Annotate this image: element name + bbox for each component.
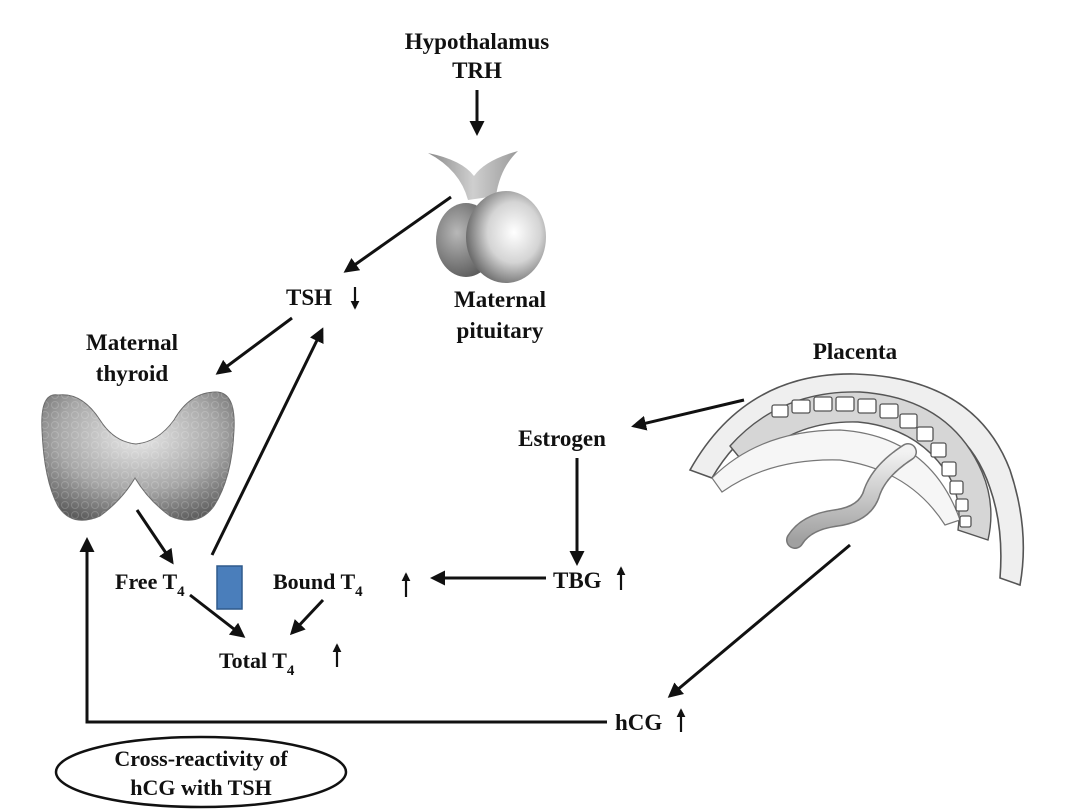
estrogen-label: Estrogen bbox=[518, 426, 606, 451]
free-t4-text: Free T bbox=[115, 569, 177, 594]
bound-t4-label: Bound T4 bbox=[273, 569, 363, 600]
hypothalamus-label: Hypothalamus bbox=[405, 29, 549, 54]
cross-reactivity-label-1: Cross-reactivity of bbox=[114, 746, 288, 771]
bound-t4-subscript: 4 bbox=[355, 584, 363, 600]
total-t4-label: Total T4 bbox=[219, 648, 295, 679]
thyroid-gland-icon bbox=[41, 391, 235, 521]
hcg-to-thyroid-arrow bbox=[79, 537, 607, 724]
placenta-to-estrogen-arrow bbox=[631, 398, 745, 431]
free-t4-marker-box bbox=[216, 565, 243, 610]
free-t4-to-total-t4-arrow bbox=[189, 593, 246, 638]
maternal-thyroid-label-1: Maternal bbox=[86, 330, 178, 355]
maternal-pituitary-label-1: Maternal bbox=[454, 287, 546, 312]
pituitary-gland-icon bbox=[428, 151, 546, 283]
bound-t4-text: Bound T bbox=[273, 569, 355, 594]
tsh-label: TSH bbox=[286, 285, 332, 310]
placenta-icon bbox=[688, 373, 1025, 587]
free-t4-label: Free T4 bbox=[115, 569, 185, 600]
trh-label: TRH bbox=[452, 58, 502, 83]
maternal-pituitary-label-2: pituitary bbox=[457, 318, 544, 343]
total-t4-subscript: 4 bbox=[287, 663, 295, 679]
pituitary-to-tsh-arrow bbox=[343, 195, 452, 273]
placenta-label: Placenta bbox=[813, 339, 898, 364]
placenta-to-hcg-arrow bbox=[667, 543, 851, 698]
cross-reactivity-callout bbox=[54, 735, 348, 809]
free-t4-subscript: 4 bbox=[177, 584, 185, 600]
thyroid-to-free-t4-arrow bbox=[135, 509, 174, 565]
free-t4-to-tsh-feedback-arrow bbox=[210, 327, 324, 556]
maternal-thyroid-label-2: thyroid bbox=[96, 361, 169, 386]
hcg-label: hCG bbox=[615, 710, 662, 735]
tbg-label: TBG bbox=[553, 568, 602, 593]
cross-reactivity-label-2: hCG with TSH bbox=[130, 775, 271, 800]
total-t4-text: Total T bbox=[219, 648, 287, 673]
tsh-to-thyroid-arrow bbox=[215, 316, 293, 375]
bound-t4-to-total-t4-arrow bbox=[289, 598, 325, 636]
